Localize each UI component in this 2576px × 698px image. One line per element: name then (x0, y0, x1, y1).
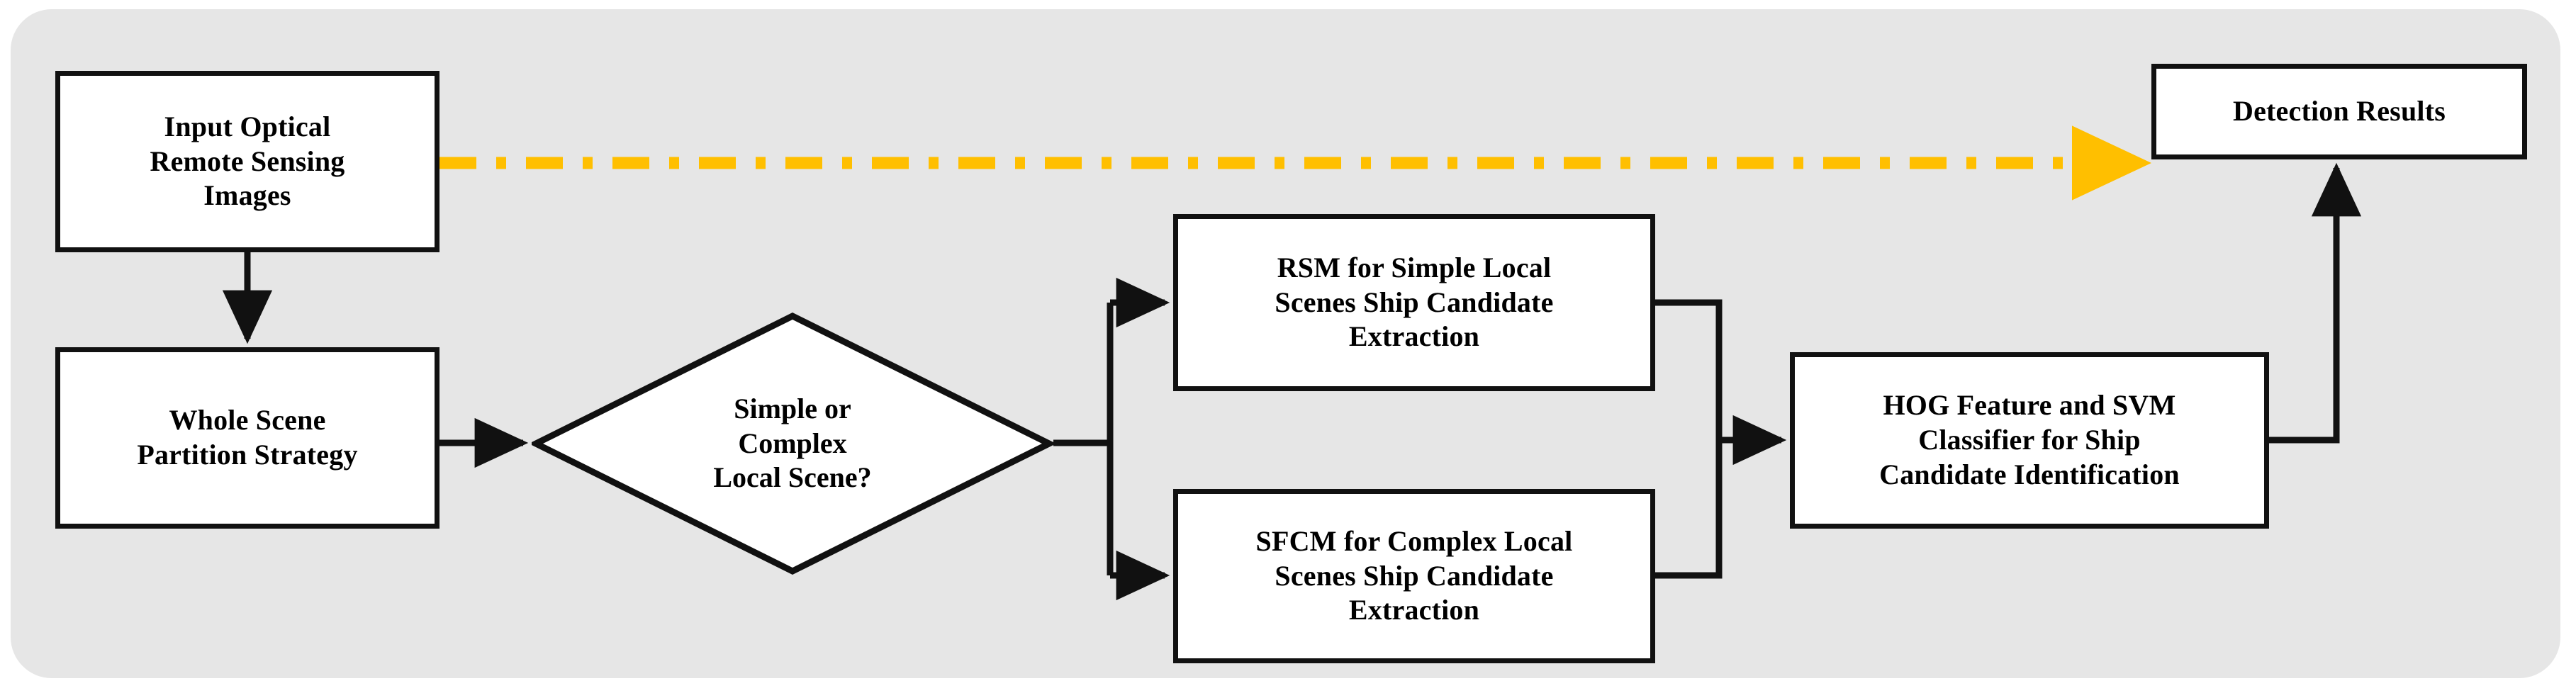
node-whole-scene-partition-strategy[interactable]: Whole Scene Partition Strategy (55, 347, 439, 529)
node-input-optical-remote-sensing-images[interactable]: Input Optical Remote Sensing Images (55, 71, 439, 252)
node-sfcm-complex-local-scenes[interactable]: SFCM for Complex Local Scenes Ship Candi… (1173, 489, 1655, 663)
node-simple-or-complex-local-scene[interactable]: Simple or Complex Local Scene? (528, 312, 1057, 575)
node-label: Input Optical Remote Sensing Images (150, 110, 345, 212)
node-label: HOG Feature and SVM Classifier for Ship … (1879, 389, 2180, 490)
node-detection-results[interactable]: Detection Results (2151, 64, 2527, 159)
node-label: Detection Results (2232, 95, 2446, 128)
diamond-shape (528, 312, 1057, 575)
node-label: Whole Scene Partition Strategy (137, 404, 358, 471)
node-label: SFCM for Complex Local Scenes Ship Candi… (1255, 524, 1573, 626)
node-label: Simple or Complex Local Scene? (713, 392, 872, 494)
node-label: RSM for Simple Local Scenes Ship Candida… (1275, 251, 1554, 353)
node-hog-feature-svm-classifier[interactable]: HOG Feature and SVM Classifier for Ship … (1790, 352, 2269, 529)
node-rsm-simple-local-scenes[interactable]: RSM for Simple Local Scenes Ship Candida… (1173, 214, 1655, 391)
